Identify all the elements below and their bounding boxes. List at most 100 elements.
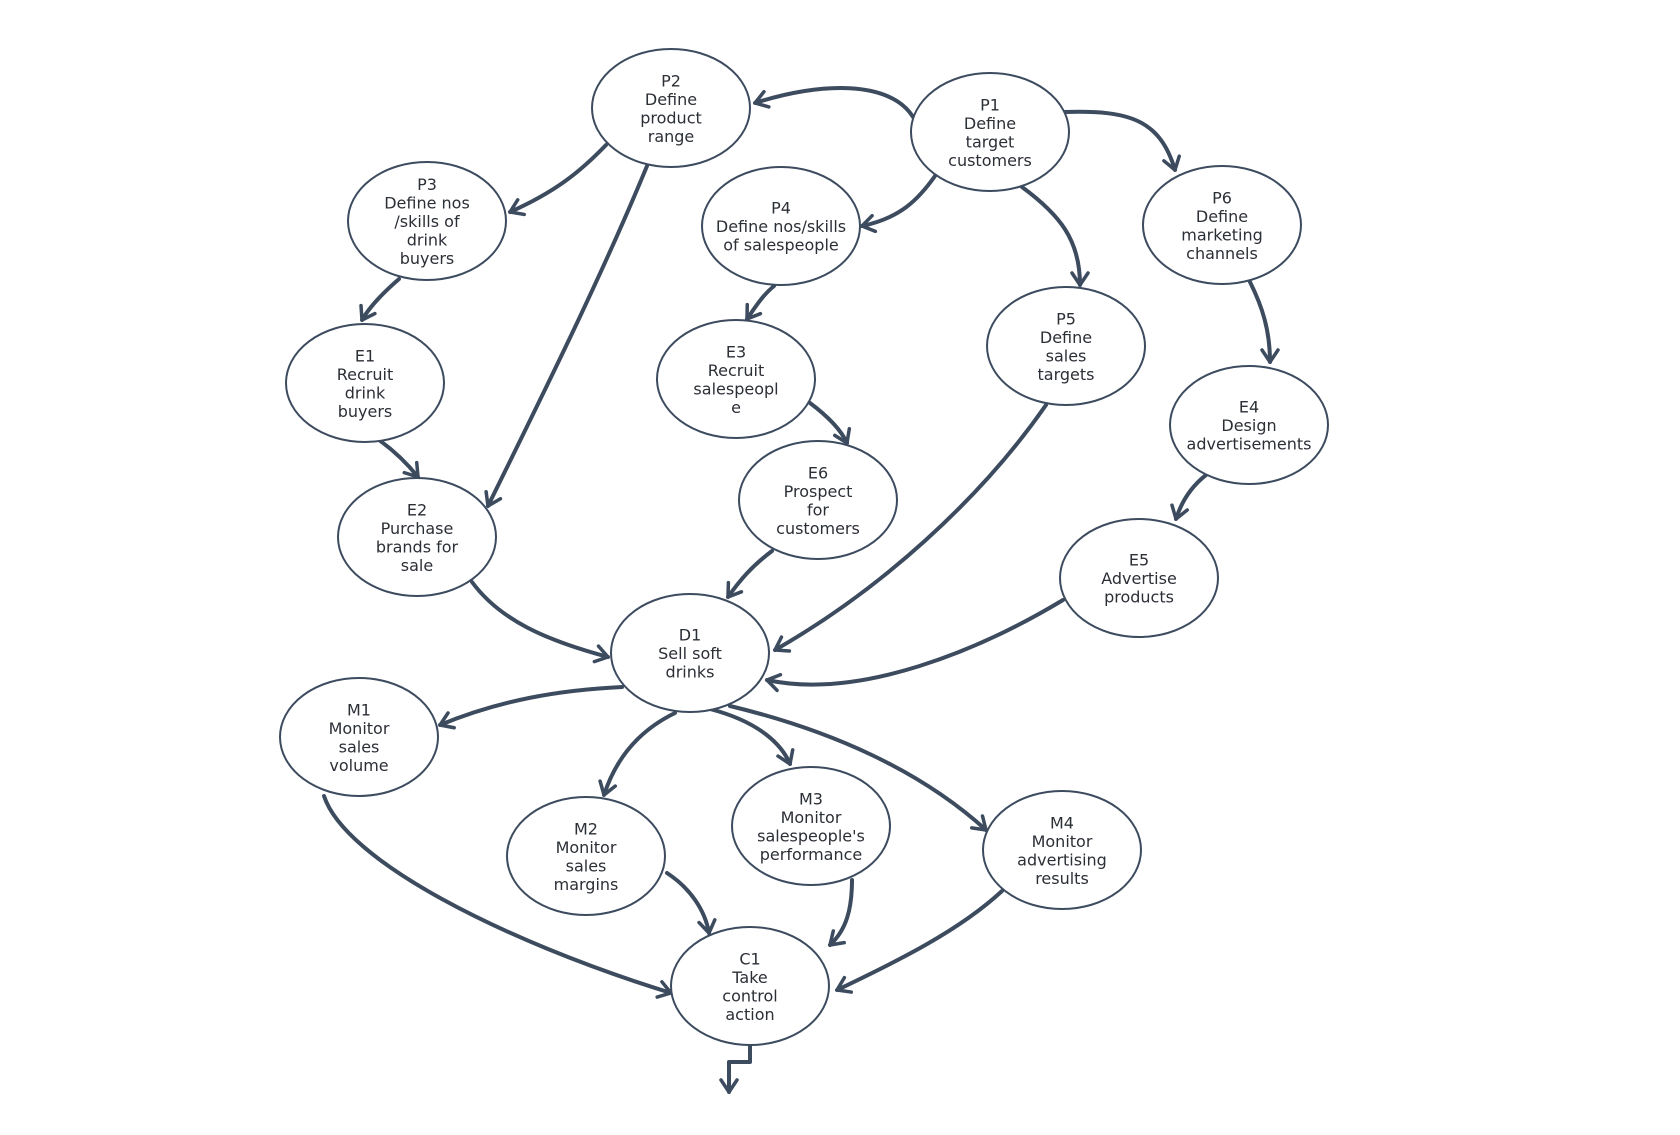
edge-c1-to-exit xyxy=(719,1043,752,1094)
edge-d1-to-m1 xyxy=(438,685,624,730)
node-text-line: Define nos xyxy=(384,194,470,213)
edge-p1-to-p4 xyxy=(860,174,937,234)
node-text-line: advertising xyxy=(1017,850,1107,869)
node-text-line: customers xyxy=(776,519,860,538)
node-ellipse xyxy=(1059,518,1219,638)
node-ellipse xyxy=(731,766,891,886)
node-text-line: Define xyxy=(645,90,697,109)
edge-d1-to-m3 xyxy=(708,707,795,766)
node-text-line: control xyxy=(722,986,777,1005)
edge-p1-to-p5 xyxy=(1020,185,1090,287)
node-text-line: channels xyxy=(1186,244,1258,263)
node-text-line: Prospect xyxy=(784,482,853,501)
node-text-line: sale xyxy=(401,556,433,575)
node-text-line: Purchase xyxy=(381,519,454,538)
node-id-label: M3 xyxy=(799,789,823,808)
edge-p2-to-p3 xyxy=(508,143,608,217)
node-text-line: Advertise xyxy=(1101,569,1177,588)
node-ellipse xyxy=(656,319,816,439)
node-id-label: E5 xyxy=(1129,551,1149,570)
node-id-label: M1 xyxy=(347,700,371,719)
node-text-line: Monitor xyxy=(556,838,617,857)
node-id-label: C1 xyxy=(739,949,760,968)
node-text-line: Define xyxy=(964,114,1016,133)
node-text-line: target xyxy=(966,132,1015,151)
node-text-line: /skills of xyxy=(394,212,460,231)
node-ellipse xyxy=(337,477,497,597)
node-text-line: sales xyxy=(1046,346,1087,365)
edge-e3-to-e6 xyxy=(808,401,852,445)
node-text-line: volume xyxy=(329,756,388,775)
node-id-label: P5 xyxy=(1056,309,1076,328)
node-text-line: product xyxy=(640,108,702,127)
node-text-line: advertisements xyxy=(1187,435,1312,454)
node-text-line: drink xyxy=(345,383,386,402)
edge-e1-to-e2 xyxy=(377,438,420,479)
edge-p6-to-e4 xyxy=(1248,280,1280,364)
node-text-line: buyers xyxy=(400,249,455,268)
node-id-label: P3 xyxy=(417,175,437,194)
node-ellipse xyxy=(701,166,861,286)
node-ellipse xyxy=(982,790,1142,910)
node-text-line: Take xyxy=(731,968,767,987)
node-ellipse xyxy=(279,677,439,797)
node-ellipse xyxy=(1142,165,1302,285)
node-id-label: P4 xyxy=(771,199,791,218)
node-id-label: P2 xyxy=(661,71,681,90)
edge-m3-to-c1 xyxy=(828,878,854,947)
node-text-line: Define nos/skills xyxy=(716,217,846,236)
edges xyxy=(322,86,1280,1094)
node-text-line: salespeopl xyxy=(693,379,778,398)
node-text-line: brands for xyxy=(376,537,459,556)
node-text-line: Define xyxy=(1040,328,1092,347)
edge-e2-to-d1 xyxy=(470,580,610,664)
node-text-line: buyers xyxy=(338,402,393,421)
edge-p3-to-e1 xyxy=(359,277,401,322)
node-text-line: targets xyxy=(1038,365,1095,384)
node-text-line: results xyxy=(1035,869,1089,888)
node-text-line: drink xyxy=(407,231,448,250)
node-id-label: E3 xyxy=(726,342,746,361)
node-id-label: P6 xyxy=(1212,188,1232,207)
node-text-line: e xyxy=(731,398,741,417)
node-text-line: Define xyxy=(1196,207,1248,226)
node-ellipse xyxy=(738,440,898,560)
edge-p2-to-e2 xyxy=(484,164,649,508)
node-id-label: M2 xyxy=(574,819,598,838)
node-text-line: Recruit xyxy=(337,365,393,384)
node-ellipse xyxy=(910,72,1070,192)
node-ellipse xyxy=(1169,365,1329,485)
node-ellipse xyxy=(285,323,445,443)
edge-d1-to-m4 xyxy=(728,704,988,832)
edge-m2-to-c1 xyxy=(665,871,717,935)
node-id-label: E4 xyxy=(1239,398,1259,417)
node-text-line: customers xyxy=(948,151,1032,170)
node-text-line: Monitor xyxy=(781,808,842,827)
node-text-line: drinks xyxy=(666,663,715,682)
node-id-label: P1 xyxy=(980,95,1000,114)
edge-p4-to-e3 xyxy=(745,284,776,321)
edge-p1-to-p6 xyxy=(1063,109,1181,172)
node-text-line: action xyxy=(725,1005,774,1024)
node-ellipse xyxy=(506,796,666,916)
edge-d1-to-m2 xyxy=(598,711,677,797)
node-ellipse xyxy=(591,48,751,168)
edge-e5-to-d1 xyxy=(765,598,1065,693)
node-text-line: sales xyxy=(339,737,380,756)
node-id-label: M4 xyxy=(1050,813,1074,832)
edge-p5-to-d1 xyxy=(773,403,1048,653)
edge-p1-to-p2 xyxy=(753,86,915,119)
